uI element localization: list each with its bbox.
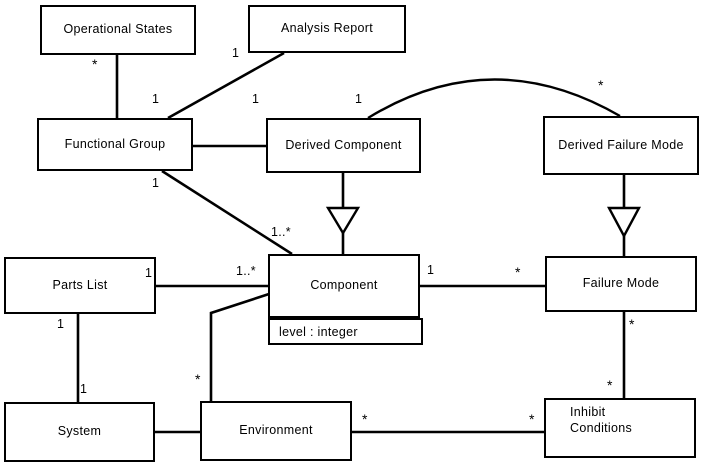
attribute-level-integer: level : integer: [279, 324, 358, 339]
class-box-failure-mode[interactable]: Failure Mode: [545, 256, 697, 312]
edge-functional-group-component: [161, 169, 293, 256]
multiplicity-environment-to-inhibit-left: *: [362, 411, 368, 427]
multiplicity-parts-list-to-system-top: 1: [57, 317, 65, 331]
class-name-derived-failure-mode: Derived Failure Mode: [558, 137, 684, 152]
multiplicity-environment-to-component-star: *: [195, 371, 201, 387]
multiplicity-fg-to-analysis-report-near-ar: 1: [232, 46, 240, 60]
class-name-inhibit-conditions: Inhibit Conditions: [570, 405, 633, 435]
multiplicity-component-to-failure-mode-one: 1: [427, 263, 435, 277]
class-box-inhibit-conditions[interactable]: Inhibit Conditions: [544, 398, 696, 458]
class-box-analysis-report[interactable]: Analysis Report: [248, 5, 406, 53]
class-name-derived-component: Derived Component: [285, 137, 402, 152]
edge-derived-component-derived-failure-mode: [367, 78, 621, 120]
multiplicity-parts-list-to-component-one: 1: [145, 266, 153, 280]
class-box-parts-list[interactable]: Parts List: [4, 257, 156, 314]
multiplicity-derived-component-to-dfm-one: 1: [355, 92, 363, 106]
class-box-derived-component[interactable]: Derived Component: [266, 118, 421, 173]
class-name-component: Component: [310, 278, 378, 293]
multiplicity-parts-list-to-system-bottom: 1: [80, 382, 88, 396]
class-name-environment: Environment: [239, 423, 313, 438]
generalization-triangle-component: [325, 206, 361, 236]
multiplicity-parts-list-to-component-one-star: 1..*: [236, 264, 256, 278]
multiplicity-component-to-failure-mode-star: *: [515, 264, 521, 280]
class-name-operational-states: Operational States: [63, 22, 173, 37]
class-box-component[interactable]: Component: [268, 254, 420, 318]
class-name-failure-mode: Failure Mode: [582, 276, 660, 291]
class-box-functional-group[interactable]: Functional Group: [37, 118, 193, 171]
multiplicity-failure-mode-to-inhibit-bottom: *: [607, 377, 613, 393]
multiplicity-fg-to-derived-component: 1: [252, 92, 260, 106]
class-attribute-compartment-component[interactable]: level : integer: [268, 318, 423, 345]
class-box-system[interactable]: System: [4, 402, 155, 462]
multiplicity-fg-to-component-one-star: 1..*: [271, 225, 291, 239]
edge-functional-group-analysis-report: [167, 51, 285, 120]
class-box-derived-failure-mode[interactable]: Derived Failure Mode: [543, 116, 699, 175]
class-name-analysis-report: Analysis Report: [280, 21, 374, 36]
class-name-functional-group: Functional Group: [64, 136, 166, 151]
edge-environment-component: [209, 292, 270, 401]
class-box-environment[interactable]: Environment: [200, 401, 352, 461]
multiplicity-fg-to-component-one: 1: [152, 176, 160, 190]
multiplicity-failure-mode-to-inhibit-top: *: [629, 316, 635, 332]
multiplicity-fg-to-analysis-report-near-fg: 1: [152, 92, 160, 106]
class-name-parts-list: Parts List: [52, 277, 108, 292]
multiplicity-environment-to-inhibit-right: *: [529, 411, 535, 427]
multiplicity-derived-component-to-dfm-star: *: [598, 77, 604, 93]
class-name-system: System: [57, 424, 102, 439]
generalization-triangle-failure-mode: [606, 206, 642, 239]
class-box-operational-states[interactable]: Operational States: [40, 5, 196, 55]
multiplicity-op-states-to-fg-star: *: [92, 56, 98, 72]
